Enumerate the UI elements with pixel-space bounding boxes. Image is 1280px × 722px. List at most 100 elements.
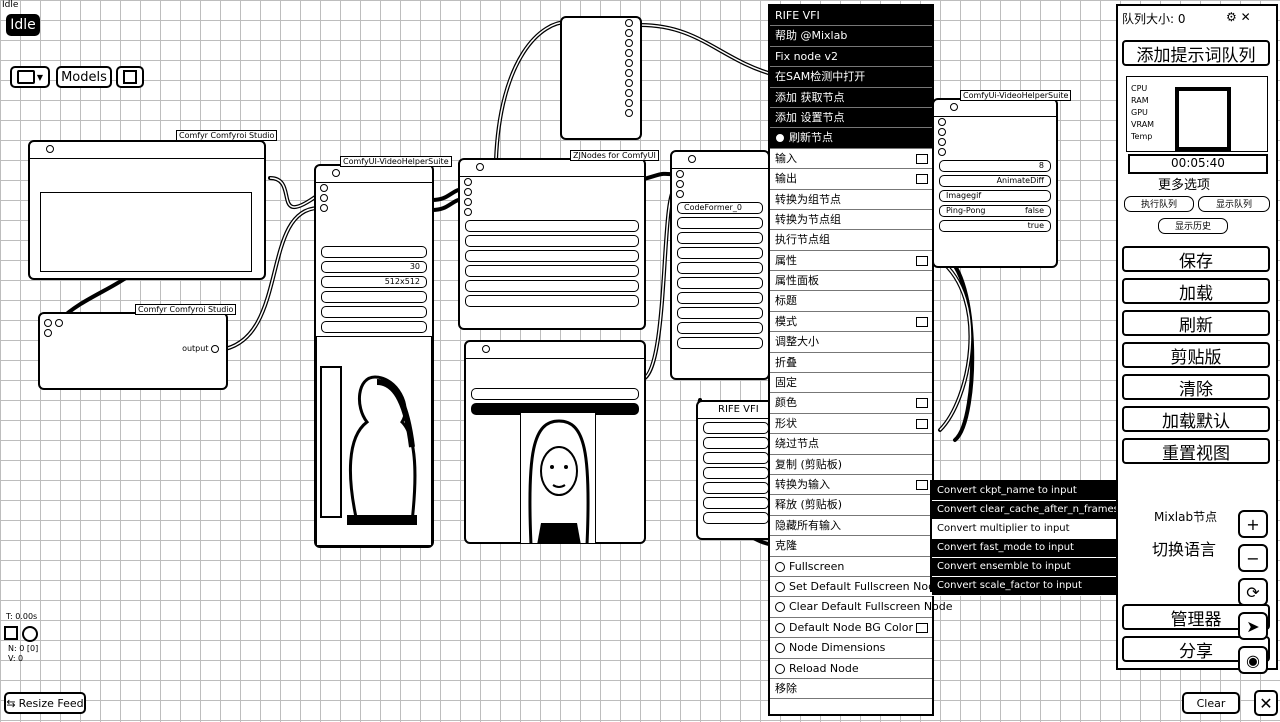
face-restore-node[interactable]: CodeFormer_0 (670, 150, 770, 380)
models-button[interactable]: Models (56, 66, 112, 88)
close-icon[interactable]: ✕ (1254, 690, 1278, 716)
widget[interactable] (321, 291, 427, 303)
widget[interactable] (703, 482, 769, 494)
context-menu-item[interactable]: Clear Default Fullscreen Node (770, 597, 953, 618)
load-default-button[interactable]: 加载默认 (1122, 406, 1270, 432)
eye-icon[interactable]: ◉ (1238, 646, 1268, 674)
clipspace-button[interactable]: 剪贴版 (1122, 342, 1270, 368)
context-menu-item[interactable]: 刷新节点 (770, 128, 932, 149)
context-menu-item[interactable]: 转换为输入 (770, 475, 932, 496)
context-menu-item[interactable]: 克隆 (770, 536, 932, 557)
context-menu-item[interactable]: 属性面板 (770, 271, 932, 292)
widget[interactable] (677, 322, 763, 334)
widget[interactable] (677, 217, 763, 229)
widget[interactable] (703, 437, 769, 449)
rife-settings-node[interactable] (458, 158, 646, 330)
widget[interactable] (677, 247, 763, 259)
load-button[interactable]: 加载 (1122, 278, 1270, 304)
convert-to-input-item[interactable]: Convert ckpt_name to input (932, 482, 1150, 501)
widget[interactable] (321, 246, 427, 258)
convert-to-input-item[interactable]: Convert clear_cache_after_n_frames to in… (932, 501, 1161, 520)
widget[interactable] (677, 337, 763, 349)
small-node[interactable]: output (38, 312, 228, 390)
context-menu-item[interactable]: 添加 获取节点 (770, 87, 932, 108)
mixlab-nodes-button[interactable]: Mixlab节点 (1154, 510, 1218, 524)
context-menu-item[interactable]: 形状 (770, 414, 932, 435)
context-menu-item[interactable]: 属性 (770, 251, 932, 272)
widget[interactable]: CodeFormer_0 (677, 202, 763, 214)
reset-view-button[interactable]: 重置视图 (1122, 438, 1270, 464)
widget[interactable] (465, 220, 639, 232)
widget[interactable] (677, 232, 763, 244)
refresh-button[interactable]: 刷新 (1122, 310, 1270, 336)
widget[interactable] (703, 422, 769, 434)
context-menu-item[interactable]: Fullscreen (770, 557, 932, 577)
context-menu-item[interactable]: Reload Node (770, 659, 932, 679)
widget[interactable] (677, 277, 763, 289)
context-menu-item[interactable]: 释放 (剪贴板) (770, 495, 932, 516)
close-icon[interactable]: ✕ (1240, 10, 1251, 24)
minus-icon[interactable]: − (1238, 544, 1268, 572)
context-menu-item[interactable]: 帮助 @Mixlab (770, 26, 932, 47)
send-icon[interactable]: ➤ (1238, 612, 1268, 640)
lock-icon[interactable] (22, 626, 38, 642)
widget[interactable] (677, 262, 763, 274)
context-menu-item[interactable]: 隐藏所有输入 (770, 516, 932, 537)
convert-to-input-item[interactable]: Convert multiplier to input (932, 520, 1150, 539)
context-menu-item[interactable]: 输入 (770, 149, 932, 170)
widget[interactable]: 30 (321, 261, 427, 273)
show-history-button[interactable]: 显示历史 (1158, 218, 1228, 234)
context-menu-item[interactable]: Default Node BG Color (770, 618, 932, 639)
gear-icon[interactable]: ⚙ (1226, 10, 1237, 24)
context-menu-item[interactable]: 标题 (770, 291, 932, 312)
widget[interactable] (471, 388, 639, 400)
run-queue-button[interactable]: 执行队列 (1124, 196, 1194, 212)
context-menu-item[interactable]: 添加 设置节点 (770, 107, 932, 129)
widget[interactable] (703, 512, 769, 524)
rife-vfi-node[interactable]: RIFE VFI (696, 400, 776, 540)
context-menu-item[interactable]: Node Dimensions (770, 638, 932, 659)
save-button[interactable]: 保存 (1122, 246, 1270, 272)
switch-language-button[interactable]: 切换语言 (1152, 540, 1217, 559)
add-prompt-queue-button[interactable]: 添加提示词队列 (1122, 40, 1270, 66)
context-menu-item[interactable]: 在SAM检测中打开 (770, 67, 932, 88)
context-menu-item[interactable]: 转换为节点组 (770, 210, 932, 231)
widget[interactable] (465, 265, 639, 277)
manager-button[interactable]: 管理器 (1122, 604, 1270, 630)
widget[interactable]: true (939, 220, 1051, 232)
context-menu-item[interactable]: RIFE VFI (770, 6, 932, 27)
clear-button[interactable]: 清除 (1122, 374, 1270, 400)
show-queue-button[interactable]: 显示队列 (1198, 196, 1270, 212)
folder-button[interactable]: ▼ (10, 66, 50, 88)
note-textarea[interactable] (40, 192, 252, 272)
widget[interactable] (321, 306, 427, 318)
context-menu-item[interactable]: 调整大小 (770, 332, 932, 353)
grid-toggle-icon[interactable] (4, 626, 18, 640)
context-menu-item[interactable]: 复制 (剪贴板) (770, 455, 932, 475)
context-menu-item[interactable]: Fix node v2 (770, 46, 932, 68)
context-menu-item[interactable]: 固定 (770, 373, 932, 394)
extra-options-label[interactable]: 更多选项 (1158, 178, 1211, 193)
context-menu-item[interactable]: 模式 (770, 312, 932, 333)
widget[interactable] (677, 292, 763, 304)
convert-to-input-item[interactable]: Convert scale_factor to input (932, 577, 1150, 596)
widget[interactable] (465, 280, 639, 292)
widget[interactable]: Imagegif (939, 190, 1051, 202)
context-menu-item[interactable]: 转换为组节点 (770, 190, 932, 210)
widget[interactable] (465, 295, 639, 307)
context-menu-item[interactable]: 执行节点组 (770, 230, 932, 251)
save-workflow-button[interactable] (116, 66, 144, 88)
context-menu-item[interactable]: 颜色 (770, 393, 932, 414)
widget[interactable] (677, 307, 763, 319)
clear-feed-button[interactable]: Clear (1182, 692, 1240, 714)
widget[interactable]: 512x512 (321, 276, 427, 288)
widget[interactable]: 8 (939, 160, 1051, 172)
widget[interactable] (465, 235, 639, 247)
widget[interactable] (703, 452, 769, 464)
convert-to-input-item[interactable]: Convert fast_mode to input (932, 539, 1150, 558)
context-menu-item[interactable]: 绕过节点 (770, 434, 932, 455)
context-menu-item[interactable]: Set Default Fullscreen Node (770, 577, 942, 598)
widget[interactable] (703, 467, 769, 479)
